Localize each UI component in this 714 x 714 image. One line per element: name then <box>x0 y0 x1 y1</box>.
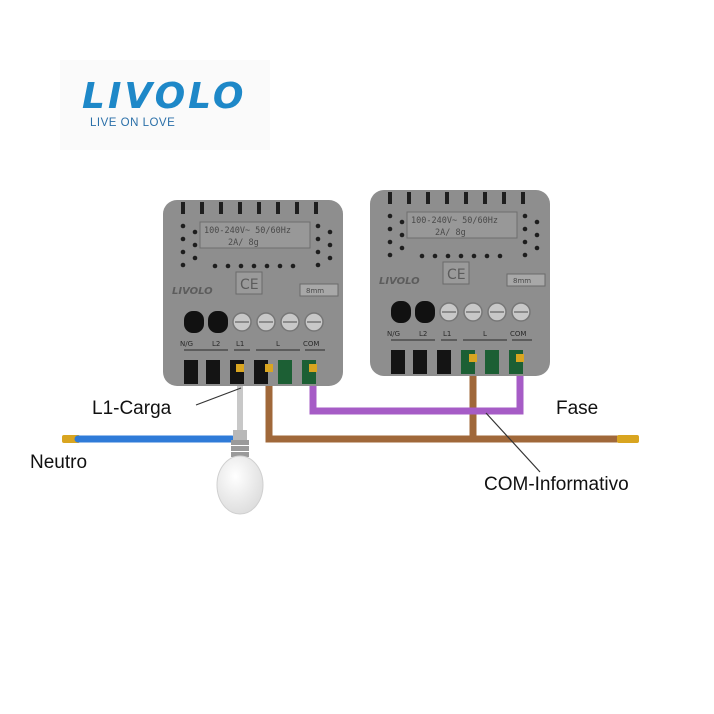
module-left-logo: LIVOLO <box>172 286 213 297</box>
brand-logo: LIVOLO LIVE ON LOVE <box>60 60 270 150</box>
module-right: 100-240V~ 50/60Hz 2A/ 8g LIVOLO CE 8mm N… <box>370 190 550 376</box>
load-label: L1-Carga <box>92 398 172 419</box>
brand-name: LIVOLO <box>82 76 247 117</box>
module-left-term-com: COM <box>303 340 319 348</box>
module-right-term-l1: L1 <box>443 330 451 338</box>
brand-tagline: LIVE ON LOVE <box>90 117 176 129</box>
module-right-ce: CE <box>447 267 466 283</box>
neutral-wire <box>62 435 236 443</box>
module-left-strip: 8mm <box>306 287 324 295</box>
module-left-rating-current: 2A/ 8g <box>228 238 259 248</box>
module-left-term-l1: L1 <box>236 340 244 348</box>
ce-mark-icon <box>442 261 470 285</box>
module-right-terminals <box>391 301 531 323</box>
module-left-rating: 100-240V~ 50/60Hz <box>204 226 291 236</box>
light-bulb-icon <box>216 430 264 515</box>
module-right-strip: 8mm <box>513 277 531 285</box>
module-right-logo: LIVOLO <box>379 276 420 287</box>
com-wire <box>309 362 524 415</box>
ce-mark-icon <box>235 271 263 295</box>
module-left-term-ng: N/G <box>180 340 193 348</box>
module-right-terminal-blocks <box>391 350 524 374</box>
phase-label: Fase <box>556 398 599 419</box>
module-right-term-ng: N/G <box>387 330 400 338</box>
neutral-label: Neutro <box>30 452 88 473</box>
module-left: 100-240V~ 50/60Hz 2A/ 8g LIVOLO CE 8mm N… <box>163 200 343 386</box>
module-left-term-l2: L2 <box>212 340 220 348</box>
module-left-terminal-blocks <box>184 360 317 384</box>
module-right-term-com: COM <box>510 330 526 338</box>
module-left-ce: CE <box>240 277 259 293</box>
module-right-term-l2: L2 <box>419 330 427 338</box>
module-left-terminals <box>184 311 324 333</box>
module-right-term-l: L <box>483 330 487 338</box>
load-pointer <box>195 387 242 406</box>
com-pointer <box>485 412 541 473</box>
com-label: COM-Informativo <box>484 474 629 495</box>
module-right-rating-current: 2A/ 8g <box>435 228 466 238</box>
phase-wire <box>265 362 639 443</box>
module-left-term-l: L <box>276 340 280 348</box>
module-right-rating: 100-240V~ 50/60Hz <box>411 216 498 226</box>
